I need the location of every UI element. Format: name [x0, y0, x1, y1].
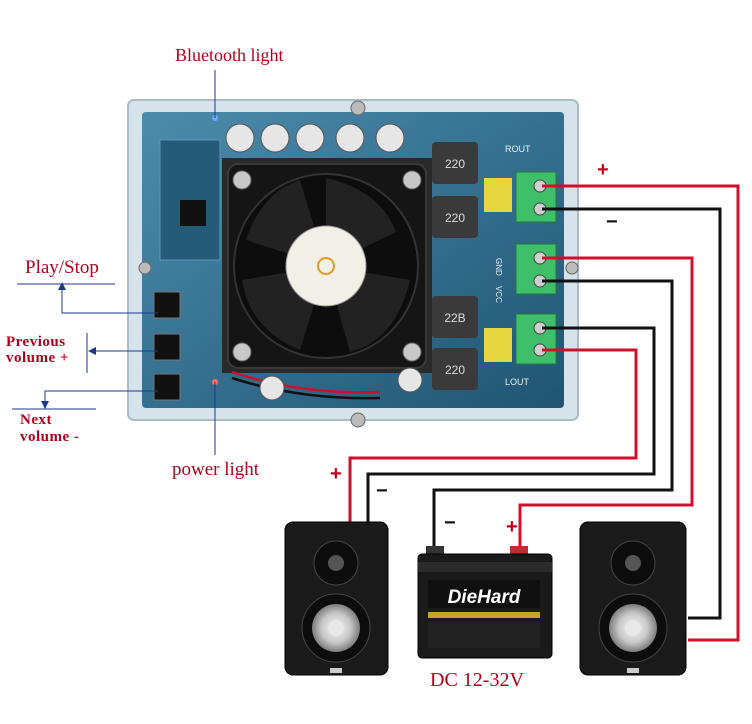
svg-text:ROUT: ROUT [505, 144, 531, 154]
svg-text:220: 220 [445, 157, 465, 171]
battery-plus-sign: + [506, 516, 518, 538]
volume-down-label: volume - [20, 429, 80, 445]
inductors: 220 220 22B 220 [432, 142, 478, 390]
battery-brand: DieHard [448, 587, 521, 608]
dc-voltage-label: DC 12-32V [430, 669, 524, 691]
wire-rout-negative [542, 207, 722, 620]
svg-text:220: 220 [445, 363, 465, 377]
pointer-lines [12, 70, 216, 455]
pointer-arrowheads [41, 282, 96, 409]
svg-text:VCC: VCC [494, 286, 503, 303]
next-label: Next [20, 412, 52, 428]
power-light-label: power light [172, 459, 260, 480]
svg-text:GND: GND [494, 258, 503, 276]
wire-lout-positive [348, 348, 638, 528]
left-speaker [284, 521, 389, 676]
terminal-blocks [515, 171, 557, 365]
wire-rout-positive [542, 184, 740, 642]
svg-text:LOUT: LOUT [505, 377, 530, 387]
wire-gnd-negative [432, 279, 674, 548]
rout-plus-sign: + [597, 159, 609, 181]
rout-minus-sign: − [606, 211, 618, 233]
cooling-fan [227, 163, 427, 400]
wire-vcc-positive [518, 256, 694, 548]
svg-text:22B: 22B [444, 311, 465, 325]
bluetooth-light-label: Bluetooth light [175, 45, 284, 65]
battery: DieHard [417, 546, 553, 659]
speaker-minus-sign: − [376, 480, 388, 502]
wires [348, 184, 740, 642]
svg-text:220: 220 [445, 211, 465, 225]
previous-label: Previous [6, 334, 66, 350]
control-buttons [153, 291, 181, 401]
play-stop-label: Play/Stop [25, 257, 99, 278]
right-speaker [579, 521, 687, 676]
capacitors-top [225, 123, 405, 153]
amplifier-board: 220 220 22B 220 ROUT GND VCC LOUT [127, 99, 579, 428]
speaker-plus-sign: + [330, 463, 342, 485]
volume-up-label: volume + [6, 350, 69, 366]
wire-lout-negative [366, 326, 656, 528]
battery-minus-sign: − [444, 512, 456, 534]
